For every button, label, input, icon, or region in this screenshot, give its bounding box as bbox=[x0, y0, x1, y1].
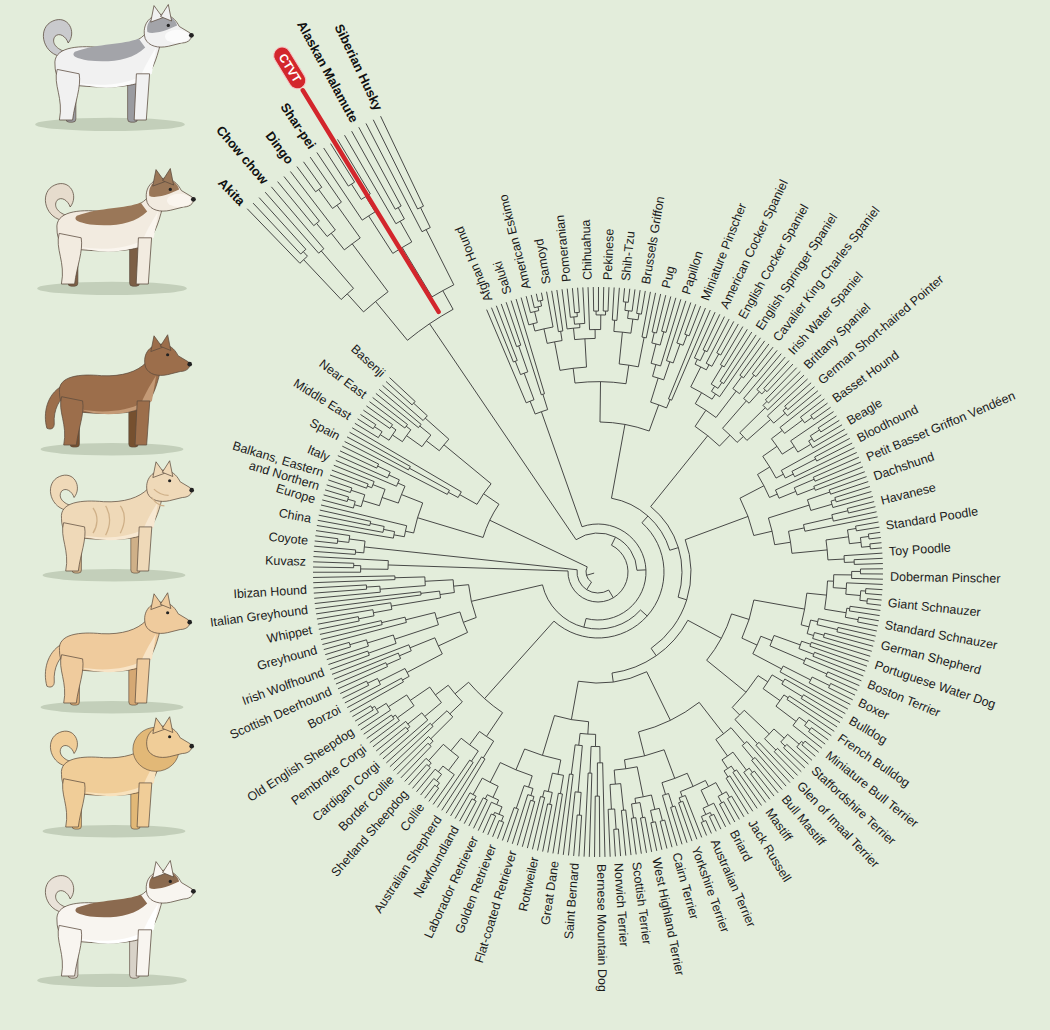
dog-wrinkles bbox=[93, 489, 169, 535]
dog-ear bbox=[162, 717, 173, 733]
breed-label: Scottish Terrier bbox=[629, 861, 654, 945]
breed-label: Whippet bbox=[265, 623, 313, 646]
dog-illustration bbox=[37, 169, 196, 296]
dog-ear bbox=[153, 718, 165, 734]
breed-label: Samoyd bbox=[532, 238, 554, 286]
ground-shadow bbox=[35, 118, 185, 131]
breed-label: Pug bbox=[659, 265, 678, 290]
breed-label: Chihuahua bbox=[579, 219, 595, 280]
clade-label: Akita bbox=[215, 176, 248, 209]
dog-nose bbox=[187, 362, 192, 367]
dog-leg bbox=[135, 401, 150, 445]
breed-label: Rottweiler bbox=[516, 856, 542, 913]
dog-leg bbox=[63, 523, 85, 571]
dog-leg bbox=[136, 930, 151, 976]
dog-nose bbox=[191, 197, 196, 202]
dog-illustration bbox=[41, 335, 192, 456]
ground-shadow bbox=[37, 974, 187, 987]
dog-eye bbox=[168, 479, 171, 482]
breed-label: Giant Schnauzer bbox=[888, 595, 982, 619]
dog-eye bbox=[168, 735, 171, 738]
breed-label: China bbox=[277, 506, 312, 526]
dog-nose bbox=[187, 620, 192, 625]
ground-shadow bbox=[41, 443, 184, 456]
breed-label: Toy Poodle bbox=[889, 540, 952, 559]
dog-illustration bbox=[41, 593, 192, 714]
dog-ear bbox=[153, 170, 165, 187]
breed-label: Coyote bbox=[267, 530, 308, 548]
dog-eye bbox=[169, 880, 172, 883]
dog-ear bbox=[163, 861, 174, 878]
breed-label: Doberman Pinscher bbox=[890, 570, 1001, 586]
lineage-pill: CTVT bbox=[269, 43, 309, 93]
ground-shadow bbox=[43, 569, 186, 582]
dog-leg bbox=[61, 397, 83, 445]
dog-ear bbox=[151, 594, 163, 610]
dog-ear bbox=[151, 336, 163, 352]
dog-nose bbox=[189, 744, 194, 749]
breed-label: Saint Bernard bbox=[562, 863, 582, 940]
dog-illustration bbox=[35, 5, 194, 132]
breed-label: Basenji bbox=[348, 342, 388, 380]
dog-leg bbox=[58, 925, 82, 976]
breed-label: Pekinese bbox=[601, 229, 617, 281]
dog-illustration bbox=[37, 861, 196, 988]
dog-nose bbox=[189, 33, 194, 38]
ground-shadow bbox=[37, 282, 187, 295]
ground-shadow bbox=[41, 701, 184, 714]
breed-label: Bernese Mountain Dog bbox=[593, 864, 608, 992]
dog-eye bbox=[166, 611, 169, 614]
dog-nose bbox=[189, 488, 194, 493]
dog-eye bbox=[169, 188, 172, 191]
breed-label: Havanese bbox=[880, 481, 938, 509]
breed-label: Italy bbox=[305, 442, 332, 464]
breed-label: Shih-Tzu bbox=[619, 231, 638, 282]
breed-label: Spain bbox=[307, 416, 342, 444]
breed-label: Afghan Hound bbox=[452, 224, 495, 304]
dog-mask bbox=[165, 30, 189, 43]
breed-label: Pomeranian bbox=[553, 214, 574, 283]
dog-saddle bbox=[75, 203, 147, 226]
breed-label: Great Dane bbox=[538, 860, 562, 926]
dog-leg bbox=[137, 783, 152, 827]
dog-leg bbox=[58, 233, 82, 284]
dog-eye bbox=[167, 24, 170, 27]
dog-leg bbox=[134, 74, 149, 120]
breed-label: Norwich Terrier bbox=[611, 863, 631, 948]
dog-leg bbox=[56, 69, 80, 120]
dog-ear bbox=[153, 862, 165, 879]
dog-leg bbox=[63, 779, 85, 827]
clade-label: Dingo bbox=[262, 129, 296, 167]
breed-label: Kuvasz bbox=[265, 553, 306, 569]
dog-ear bbox=[160, 593, 171, 609]
dog-leg bbox=[61, 655, 83, 703]
lineage-line bbox=[303, 90, 439, 312]
pill-text: CTVT bbox=[275, 51, 304, 85]
dog-illustration bbox=[43, 717, 194, 838]
ground-shadow bbox=[43, 825, 186, 838]
dog-saddle bbox=[75, 895, 147, 918]
dog-ear bbox=[162, 461, 173, 477]
dog-mask bbox=[167, 194, 191, 207]
dog-ear bbox=[151, 6, 163, 23]
dog-ear bbox=[160, 335, 171, 351]
dog-nose bbox=[191, 889, 196, 894]
dog-leg bbox=[136, 238, 151, 284]
dog-ear bbox=[163, 169, 174, 186]
breed-label: Saluki bbox=[490, 260, 514, 297]
dog-saddle bbox=[73, 39, 145, 62]
dog-illustration bbox=[43, 461, 194, 582]
dog-eye bbox=[166, 353, 169, 356]
dog-leg bbox=[137, 527, 152, 571]
dog-leg bbox=[135, 659, 150, 703]
dog-ear bbox=[153, 462, 165, 478]
breed-label: Standard Poodle bbox=[885, 505, 979, 534]
breed-label: Ibizan Hound bbox=[233, 583, 307, 602]
dog-ear bbox=[161, 5, 172, 22]
